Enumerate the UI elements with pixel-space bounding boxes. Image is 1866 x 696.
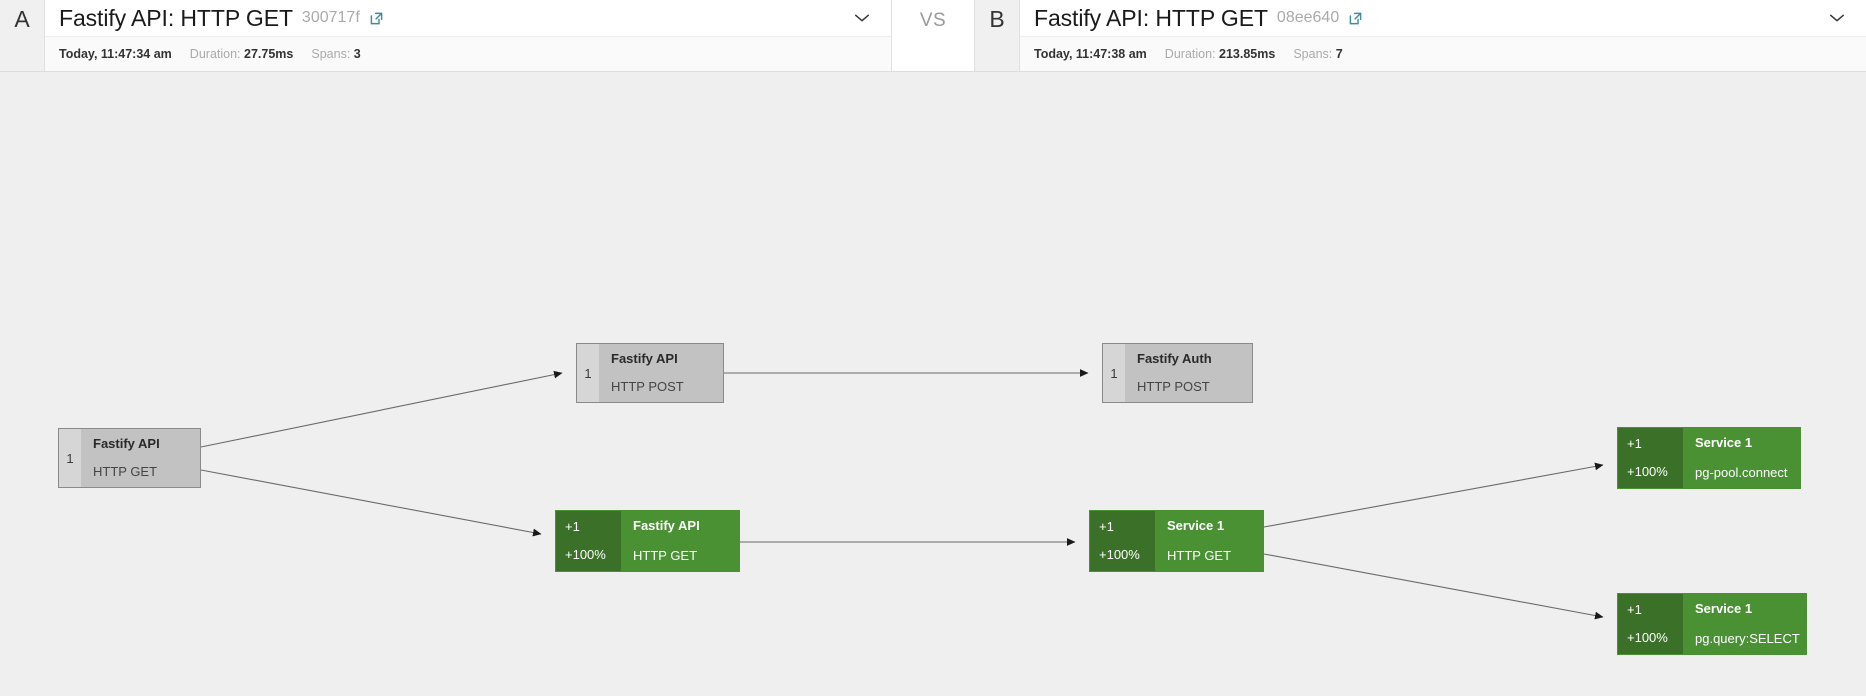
node-percent-delta: +100% (1627, 629, 1668, 645)
external-link-icon[interactable] (1347, 10, 1364, 27)
node-operation-name: HTTP GET (1167, 547, 1232, 563)
vs-divider: VS (891, 0, 975, 71)
trace-a-spans-value: 3 (353, 47, 361, 61)
trace-b-label-cell: B (975, 0, 1020, 71)
node-service-name: Fastify API (633, 518, 700, 533)
node-operation-name: HTTP GET (93, 463, 158, 479)
node-diff-badge: 1 (59, 429, 81, 487)
node-percent-delta: +100% (565, 546, 606, 562)
node-diff-badge: +1 +100% (1618, 594, 1683, 654)
trace-a-meta-row: Today, 11:47:34 am Duration: 27.75ms Spa… (45, 37, 891, 71)
node-body: Service 1 pg-pool.connect (1683, 428, 1800, 488)
node-count: 1 (584, 365, 592, 381)
trace-b-meta-row: Today, 11:47:38 am Duration: 213.85ms Sp… (1020, 37, 1866, 71)
node-body: Service 1 pg.query:SELECT (1683, 594, 1806, 654)
trace-b-pane: Fastify API: HTTP GET 08ee640 Today, 11:… (1020, 0, 1866, 71)
node-body: Fastify API HTTP GET (621, 511, 739, 571)
graph-edge (1263, 462, 1604, 528)
node-service-name: Service 1 (1695, 601, 1753, 616)
node-service-name: Service 1 (1167, 518, 1225, 533)
trace-a-spans-label: Spans: (311, 47, 351, 61)
graph-edge (200, 370, 563, 448)
node-percent-delta: +100% (1627, 463, 1668, 479)
chevron-down-icon (1829, 14, 1845, 22)
node-service-name: Service 1 (1695, 435, 1753, 450)
graph-node[interactable]: +1 +100% Fastify API HTTP GET (555, 510, 740, 572)
graph-node[interactable]: 1 Fastify API HTTP POST (576, 343, 724, 403)
node-operation-name: HTTP POST (611, 378, 684, 394)
trace-b-spans-value: 7 (1335, 47, 1343, 61)
graph-node[interactable]: +1 +100% Service 1 pg-pool.connect (1617, 427, 1801, 489)
node-count-delta: +1 (565, 519, 580, 534)
trace-a-title-row: Fastify API: HTTP GET 300717f (45, 0, 891, 37)
trace-a-letter: A (14, 6, 30, 32)
node-service-name: Fastify Auth (1137, 351, 1212, 366)
node-operation-name: HTTP POST (1137, 378, 1210, 394)
trace-b-duration-label: Duration: (1164, 47, 1216, 61)
trace-a-spans: Spans: 3 (311, 47, 360, 61)
node-percent-delta: +100% (1099, 546, 1140, 562)
graph-edge (200, 469, 542, 537)
trace-b-spans-label: Spans: (1293, 47, 1333, 61)
graph-edge (1263, 553, 1604, 620)
trace-a-title: Fastify API: HTTP GET (59, 4, 293, 31)
trace-b-id: 08ee640 (1276, 9, 1340, 26)
trace-a-timestamp: Today, 11:47:34 am (59, 47, 172, 61)
trace-b-spans: Spans: 7 (1293, 47, 1342, 61)
node-count: 1 (66, 450, 74, 466)
graph-node[interactable]: +1 +100% Service 1 HTTP GET (1089, 510, 1264, 572)
trace-b-timestamp: Today, 11:47:38 am (1034, 47, 1147, 61)
node-body: Fastify API HTTP GET (81, 429, 200, 487)
node-operation-name: pg-pool.connect (1695, 464, 1788, 480)
node-diff-badge: 1 (1103, 344, 1125, 402)
node-service-name: Fastify API (93, 436, 160, 451)
node-diff-badge: +1 +100% (556, 511, 621, 571)
node-diff-badge: +1 +100% (1090, 511, 1155, 571)
trace-a-duration-label: Duration: (189, 47, 241, 61)
node-body: Fastify API HTTP POST (599, 344, 723, 402)
graph-node[interactable]: +1 +100% Service 1 pg.query:SELECT (1617, 593, 1807, 655)
trace-comparison-header: A Fastify API: HTTP GET 300717f Today, 1… (0, 0, 1866, 72)
trace-a-id: 300717f (301, 9, 360, 26)
node-service-name: Fastify API (611, 351, 678, 366)
trace-a-dropdown-toggle[interactable] (843, 12, 881, 24)
chevron-down-icon (854, 14, 870, 22)
trace-b-duration: Duration: 213.85ms (1165, 47, 1276, 61)
trace-a-label-cell: A (0, 0, 45, 71)
node-diff-badge: +1 +100% (1618, 428, 1683, 488)
graph-node[interactable]: 1 Fastify API HTTP GET (58, 428, 201, 488)
node-count-delta: +1 (1627, 436, 1642, 451)
trace-a-duration: Duration: 27.75ms (190, 47, 294, 61)
graph-edges (200, 369, 1604, 620)
trace-b-title: Fastify API: HTTP GET (1034, 4, 1268, 31)
trace-a-pane: Fastify API: HTTP GET 300717f Today, 11:… (45, 0, 891, 71)
trace-b-letter: B (989, 6, 1005, 32)
node-count-delta: +1 (1627, 602, 1642, 617)
vs-label: VS (919, 10, 947, 31)
trace-b-title-row: Fastify API: HTTP GET 08ee640 (1020, 0, 1866, 37)
trace-a-duration-value: 27.75ms (244, 47, 294, 61)
node-operation-name: HTTP GET (633, 547, 698, 563)
node-count-delta: +1 (1099, 519, 1114, 534)
external-link-icon[interactable] (368, 10, 385, 27)
node-body: Service 1 HTTP GET (1155, 511, 1263, 571)
node-operation-name: pg.query:SELECT (1695, 630, 1800, 646)
node-diff-badge: 1 (577, 344, 599, 402)
trace-b-duration-value: 213.85ms (1219, 47, 1276, 61)
trace-b-dropdown-toggle[interactable] (1818, 12, 1856, 24)
node-count: 1 (1110, 365, 1118, 381)
